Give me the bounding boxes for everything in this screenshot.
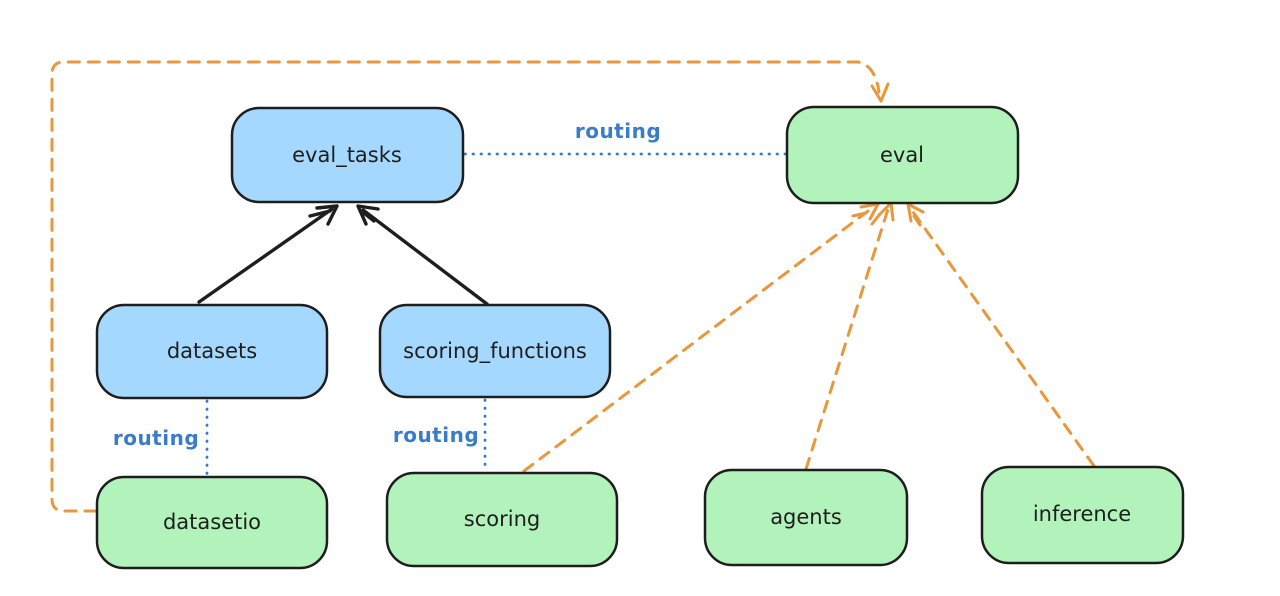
node-eval: eval bbox=[785, 105, 1020, 205]
node-datasetio-label: datasetio bbox=[163, 510, 261, 534]
edge-label-routing: routing bbox=[575, 119, 661, 143]
arrowhead bbox=[870, 82, 890, 103]
edge-datasetio-to-eval bbox=[50, 60, 890, 513]
arrowhead bbox=[356, 204, 380, 226]
edge-routing-eval-tasks-to-eval: routing bbox=[463, 119, 788, 156]
node-scoring-functions-box bbox=[378, 303, 612, 399]
edge-line bbox=[909, 207, 1096, 468]
edge-line bbox=[522, 206, 874, 473]
node-agents: agents bbox=[703, 468, 909, 567]
arrowhead-stroke2 bbox=[912, 214, 922, 227]
node-datasets: datasets bbox=[95, 303, 329, 400]
edge-line bbox=[804, 207, 890, 471]
node-scoring-functions-label: scoring_functions bbox=[403, 339, 587, 364]
arrowhead bbox=[315, 204, 339, 226]
node-datasets-box bbox=[95, 303, 329, 400]
node-eval-tasks: eval_tasks bbox=[230, 106, 465, 204]
edge-line bbox=[197, 207, 334, 304]
arrowhead-stroke2 bbox=[308, 209, 332, 218]
node-scoring-box bbox=[385, 471, 619, 568]
edge-label-routing: routing bbox=[393, 423, 479, 447]
node-eval-tasks-label: eval_tasks bbox=[292, 143, 402, 168]
node-datasets-label: datasets bbox=[167, 339, 257, 363]
node-eval-box bbox=[785, 105, 1020, 205]
node-eval-tasks-box bbox=[230, 106, 465, 204]
node-eval-label: eval bbox=[880, 143, 924, 167]
node-inference-box bbox=[980, 465, 1185, 565]
edge-line bbox=[50, 60, 881, 513]
node-scoring: scoring bbox=[385, 471, 619, 568]
node-scoring-label: scoring bbox=[464, 507, 540, 531]
edge-inference-to-eval bbox=[906, 202, 1096, 468]
edge-scoring-functions-to-eval-tasks bbox=[356, 204, 489, 306]
node-scoring-functions: scoring_functions bbox=[378, 303, 612, 399]
arrowhead bbox=[859, 202, 880, 221]
edge-line bbox=[361, 208, 489, 306]
arrowhead-stroke2 bbox=[362, 211, 376, 223]
edge-routing-scoring-functions-to-scoring: routing bbox=[393, 398, 487, 471]
edge-routing-datasets-to-datasetio: routing bbox=[113, 399, 209, 476]
arrowhead-stroke2 bbox=[851, 211, 868, 218]
node-agents-label: agents bbox=[770, 505, 842, 529]
node-inference-label: inference bbox=[1033, 502, 1131, 526]
edge-agents-to-eval bbox=[804, 201, 895, 471]
node-datasetio-box bbox=[95, 475, 329, 570]
node-inference: inference bbox=[980, 465, 1185, 565]
arrowhead-stroke2 bbox=[870, 212, 882, 226]
edge-datasets-to-eval-tasks bbox=[197, 204, 339, 304]
node-agents-box bbox=[703, 468, 909, 567]
node-datasetio: datasetio bbox=[95, 475, 329, 570]
edge-label-routing: routing bbox=[113, 426, 199, 450]
